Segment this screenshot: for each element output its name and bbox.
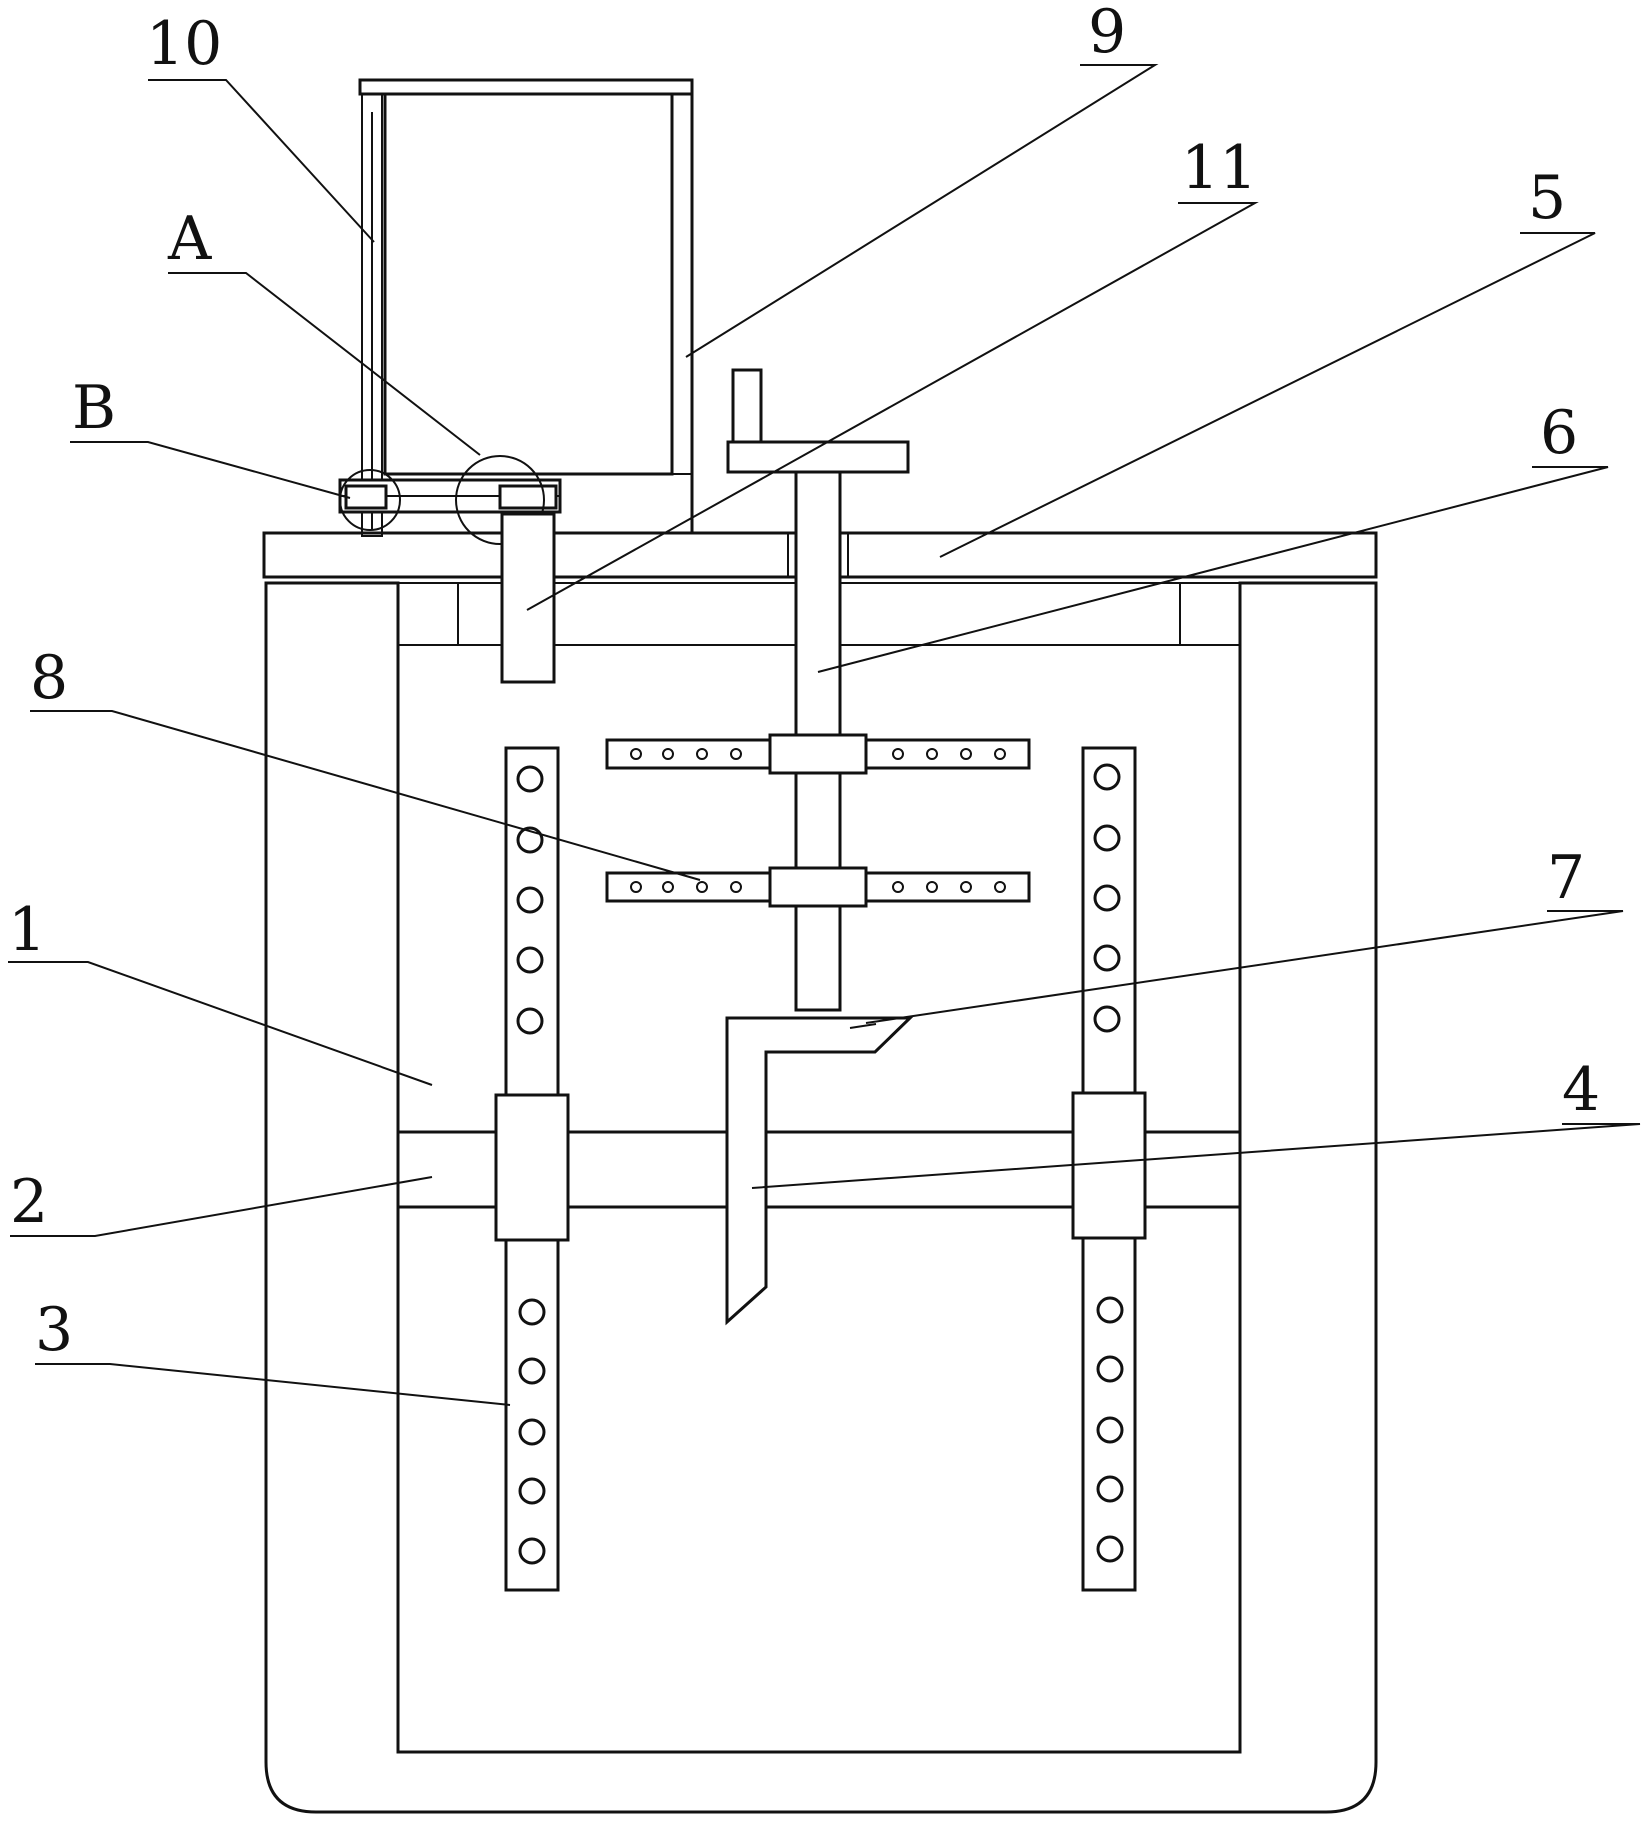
- label-2: 2: [10, 1167, 48, 1237]
- label-8: 8: [30, 643, 68, 713]
- label-5: 5: [1528, 163, 1566, 233]
- scraper-blade: [725, 1016, 914, 1326]
- detail-a-circle: [455, 455, 545, 545]
- label-9: 9: [1088, 0, 1126, 67]
- hopper-box: [358, 78, 694, 537]
- label-6: 6: [1540, 398, 1578, 468]
- label-7: 7: [1547, 843, 1585, 913]
- stirring-arm-upper: [605, 733, 1031, 775]
- motor-and-shaft: [726, 368, 910, 1012]
- feed-tube: [500, 512, 556, 684]
- label-10: 10: [146, 9, 222, 79]
- part-labels: 10 9 11 5 6 A B 8 7 4 1 2 3: [8, 0, 1600, 1365]
- leader-lines: [8, 64, 1641, 1406]
- label-4: 4: [1562, 1055, 1600, 1125]
- stirring-arm-lower: [605, 866, 1031, 908]
- label-1: 1: [8, 895, 46, 965]
- valve-assembly: [338, 455, 562, 545]
- label-3: 3: [35, 1295, 73, 1365]
- detail-b-circle: [339, 469, 401, 531]
- label-b: B: [72, 373, 116, 443]
- label-11: 11: [1181, 133, 1257, 203]
- perforated-plate-right: [1071, 746, 1147, 1592]
- label-a: A: [167, 204, 212, 274]
- perforated-plate-left: [494, 746, 570, 1592]
